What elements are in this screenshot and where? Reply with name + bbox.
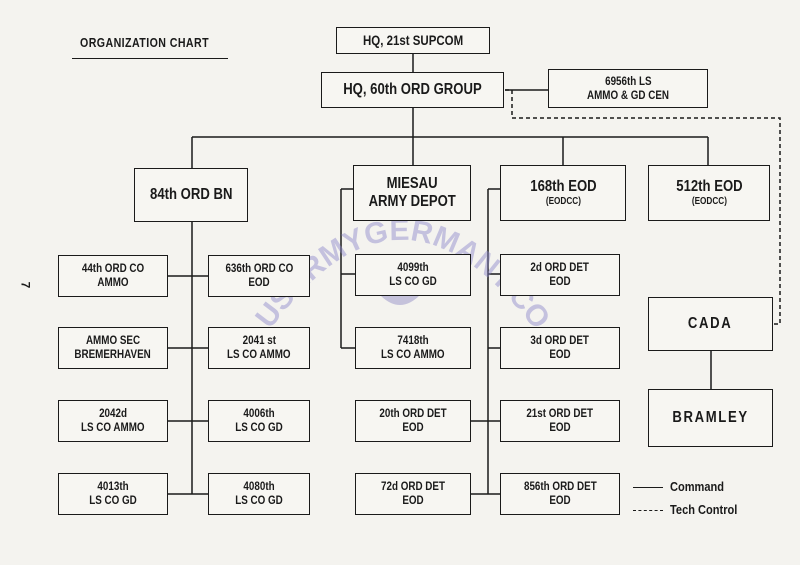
node-cada: CADA (648, 297, 773, 351)
node-4013th-ls-co: 4013th LS CO GD (58, 473, 168, 515)
node-168th-eod: 168th EOD (EODCC) (500, 165, 626, 221)
node-2d-ord-det: 2d ORD DET EOD (500, 254, 620, 296)
legend-command-swatch (633, 487, 663, 488)
line-tech-control (505, 89, 781, 325)
node-72d-ord-det: 72d ORD DET EOD (355, 473, 471, 515)
node-4006th-ls-co: 4006th LS CO GD (208, 400, 310, 442)
node-bramley: BRAMLEY (648, 389, 773, 447)
legend-command-label: Command (670, 479, 725, 494)
title-underline (72, 58, 228, 59)
node-hq-60th-ord-group: HQ, 60th ORD GROUP (321, 72, 504, 108)
legend-tech-control-swatch (633, 510, 663, 511)
legend-tech-control-label: Tech Control (670, 502, 738, 517)
node-20th-ord-det: 20th ORD DET EOD (355, 400, 471, 442)
node-44th-ord-co: 44th ORD CO AMMO (58, 255, 168, 297)
node-512th-eod: 512th EOD (EODCC) (648, 165, 770, 221)
node-856th-ord-det: 856th ORD DET EOD (500, 473, 620, 515)
node-21st-ord-det: 21st ORD DET EOD (500, 400, 620, 442)
node-miesau-army-depot: MIESAU ARMY DEPOT (353, 165, 471, 221)
node-2041st-ls-co: 2041 st LS CO AMMO (208, 327, 310, 369)
node-6956th-ls: 6956th LS AMMO & GD CEN (548, 69, 708, 108)
node-4080th-ls-co: 4080th LS CO GD (208, 473, 310, 515)
node-636th-ord-co: 636th ORD CO EOD (208, 255, 310, 297)
node-7418th-ls-co: 7418th LS CO AMMO (355, 327, 471, 369)
node-4099th-ls-co: 4099th LS CO GD (355, 254, 471, 296)
node-hq-21st-supcom: HQ, 21st SUPCOM (336, 27, 490, 54)
node-ammo-sec: AMMO SEC BREMERHAVEN (58, 327, 168, 369)
chart-title: ORGANIZATION CHART (80, 36, 210, 50)
node-3d-ord-det: 3d ORD DET EOD (500, 327, 620, 369)
node-2042d-ls-co: 2042d LS CO AMMO (58, 400, 168, 442)
node-84th-ord-bn: 84th ORD BN (134, 168, 248, 222)
